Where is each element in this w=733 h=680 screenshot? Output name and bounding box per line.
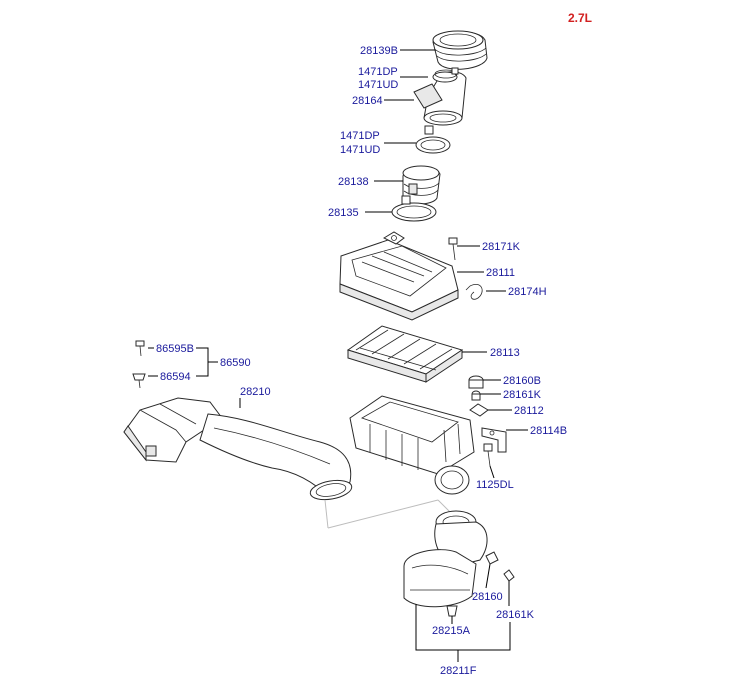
part-label-28135[interactable]: 28135 [328, 207, 359, 219]
part-label-1471ud-upper[interactable]: 1471UD [358, 79, 398, 91]
intake-duct-drawing [123, 397, 353, 501]
air-flow-sensor-drawing [413, 71, 467, 126]
part-label-86590[interactable]: 86590 [220, 357, 251, 369]
part-label-28160b[interactable]: 28160B [503, 375, 541, 387]
drain-plug-drawing [446, 605, 458, 617]
leader-lines [148, 49, 528, 662]
air-cleaner-cover-drawing [339, 231, 459, 321]
hose-clamp-upper-drawing [434, 67, 459, 79]
part-label-1471dp-lower[interactable]: 1471DP [340, 130, 380, 142]
part-label-28215a[interactable]: 28215A [432, 625, 471, 637]
engine-variant-label: 2.7L [568, 11, 592, 25]
intake-boot-drawing [432, 30, 488, 70]
part-label-28114b[interactable]: 28114B [530, 425, 567, 437]
bracket-bolt-drawing [483, 443, 493, 467]
cover-bolt-drawing [448, 237, 458, 261]
rubber-boot-drawing [402, 165, 441, 205]
part-label-28161k-upper[interactable]: 28161K [503, 389, 542, 401]
part-label-28139b[interactable]: 28139B [360, 45, 398, 57]
part-label-28171k[interactable]: 28171K [482, 241, 521, 253]
bolt-86594-drawing [132, 373, 146, 389]
part-label-28113[interactable]: 28113 [490, 347, 520, 359]
cover-clip-drawing [465, 284, 483, 300]
grommet-lower-drawing [485, 551, 515, 582]
bolt-86595b-drawing [135, 340, 145, 357]
resonator-drawing [403, 510, 488, 608]
part-label-1471dp-upper[interactable]: 1471DP [358, 66, 398, 78]
part-label-28111[interactable]: 28111 [486, 267, 515, 279]
part-label-1125dl[interactable]: 1125DL [476, 479, 514, 491]
part-label-28138[interactable]: 28138 [338, 176, 369, 188]
grommet-upper-drawing [468, 375, 484, 401]
hose-clamp-lower-drawing [415, 125, 451, 154]
part-label-1471ud-lower[interactable]: 1471UD [340, 144, 380, 156]
part-label-28112[interactable]: 28112 [514, 405, 544, 417]
part-label-28164[interactable]: 28164 [352, 95, 383, 107]
part-label-28160-lower[interactable]: 28160 [472, 591, 503, 603]
part-label-28211f[interactable]: 28211F [440, 665, 477, 677]
part-label-28174h[interactable]: 28174H [508, 286, 547, 298]
assembly-reference-lines [324, 499, 455, 529]
air-filter-element-drawing [346, 325, 464, 383]
part-label-86595b[interactable]: 86595B [156, 343, 194, 355]
part-label-86594[interactable]: 86594 [160, 371, 191, 383]
part-label-28161k-lower[interactable]: 28161K [496, 609, 535, 621]
mounting-bracket-drawing [481, 427, 507, 453]
part-label-28210[interactable]: 28210 [240, 386, 271, 398]
air-cleaner-body-drawing [349, 395, 489, 495]
